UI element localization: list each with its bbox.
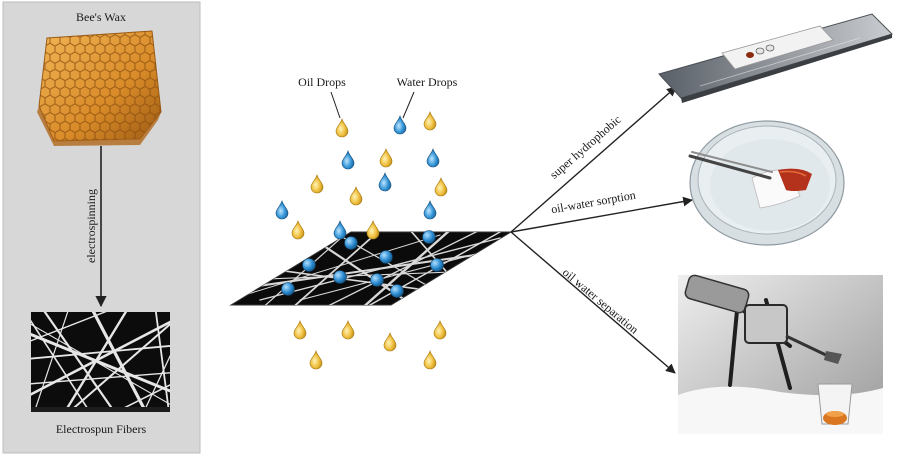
fiber-mat-sheet: [229, 231, 513, 306]
superhydrophobic-slide-image: [658, 13, 893, 103]
water-bead-icon: [390, 284, 404, 298]
oil-drop-icon: [341, 319, 355, 340]
bees-wax-label: Bee's Wax: [76, 10, 126, 24]
oil-water-separation-image: [678, 274, 883, 434]
connector-to-setup: [510, 231, 676, 374]
oil-sorption-dish-image: [688, 120, 845, 246]
oil-drop-icon: [349, 185, 363, 206]
center-diagram: Oil Drops Water Drops: [229, 75, 513, 370]
oil-drop-icon: [309, 349, 323, 370]
oil-drops-label: Oil Drops: [298, 75, 346, 89]
water-drop-icon: [275, 199, 289, 220]
water-bead-icon: [422, 230, 436, 244]
water-drop-icon: [333, 219, 347, 240]
oil-water-separation-label: oil water separation: [560, 265, 641, 337]
connector-to-dish: [510, 196, 693, 233]
oil-drop-icon: [379, 147, 393, 168]
oil-label-pointer: [330, 91, 341, 119]
left-panel: Bee's Wax electrospinning: [2, 1, 201, 454]
oil-drop-icon: [423, 110, 437, 131]
honeycomb-image: [37, 30, 162, 146]
water-label-pointer: [402, 91, 415, 119]
oil-drop-icon: [383, 331, 397, 352]
oil-drop-icon: [293, 319, 307, 340]
electrospun-fibers-image: [31, 312, 170, 412]
water-bead-icon: [370, 273, 384, 287]
connector-to-slide: [510, 86, 677, 233]
electrospun-fibers-label: Electrospun Fibers: [56, 422, 147, 436]
oil-drop-icon: [335, 117, 349, 138]
application-connectors: super hydrophobic oil-water sorption oil…: [510, 86, 693, 374]
super-hydrophobic-label: super hydrophobic: [547, 112, 624, 181]
water-drops-label: Water Drops: [397, 75, 458, 89]
electrospinning-label: electrospinning: [84, 189, 98, 263]
water-drop-icon: [378, 171, 392, 192]
water-bead-icon: [430, 258, 444, 272]
oil-drop-icon: [291, 219, 305, 240]
oil-drop-icon: [366, 219, 380, 240]
oil-drop-icon: [310, 173, 324, 194]
water-drop-icon: [423, 199, 437, 220]
water-drop-icon: [341, 149, 355, 170]
water-bead-icon: [302, 258, 316, 272]
water-drop-icon: [393, 114, 407, 135]
oil-drop-icon: [434, 176, 448, 197]
water-bead-icon: [333, 270, 347, 284]
drops-layer: [275, 110, 448, 370]
water-bead-icon: [344, 236, 358, 250]
water-bead-icon: [379, 250, 393, 264]
water-bead-icon: [281, 282, 295, 296]
oil-drop-icon: [433, 319, 447, 340]
oil-drop-icon: [423, 349, 437, 370]
water-drop-icon: [426, 147, 440, 168]
